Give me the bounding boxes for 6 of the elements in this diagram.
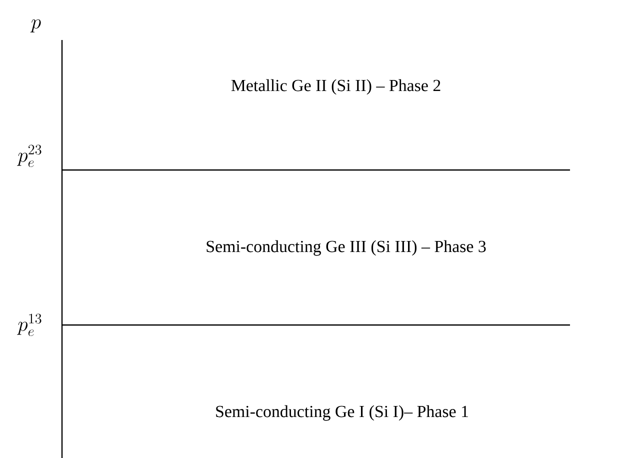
phase-label: Semi-conducting Ge III (Si III) – Phase 3 bbox=[206, 240, 486, 256]
axis-label: $p_e^{13}$ bbox=[17, 314, 42, 336]
axis-label: $p_e^{23}$ bbox=[17, 144, 42, 168]
axis-label: $p$ bbox=[30, 19, 41, 32]
phase-label: Semi-conducting Ge I (Si I)– Phase 1 bbox=[216, 405, 468, 421]
phase-label: Metallic Ge II (Si II) – Phase 2 bbox=[231, 79, 440, 95]
